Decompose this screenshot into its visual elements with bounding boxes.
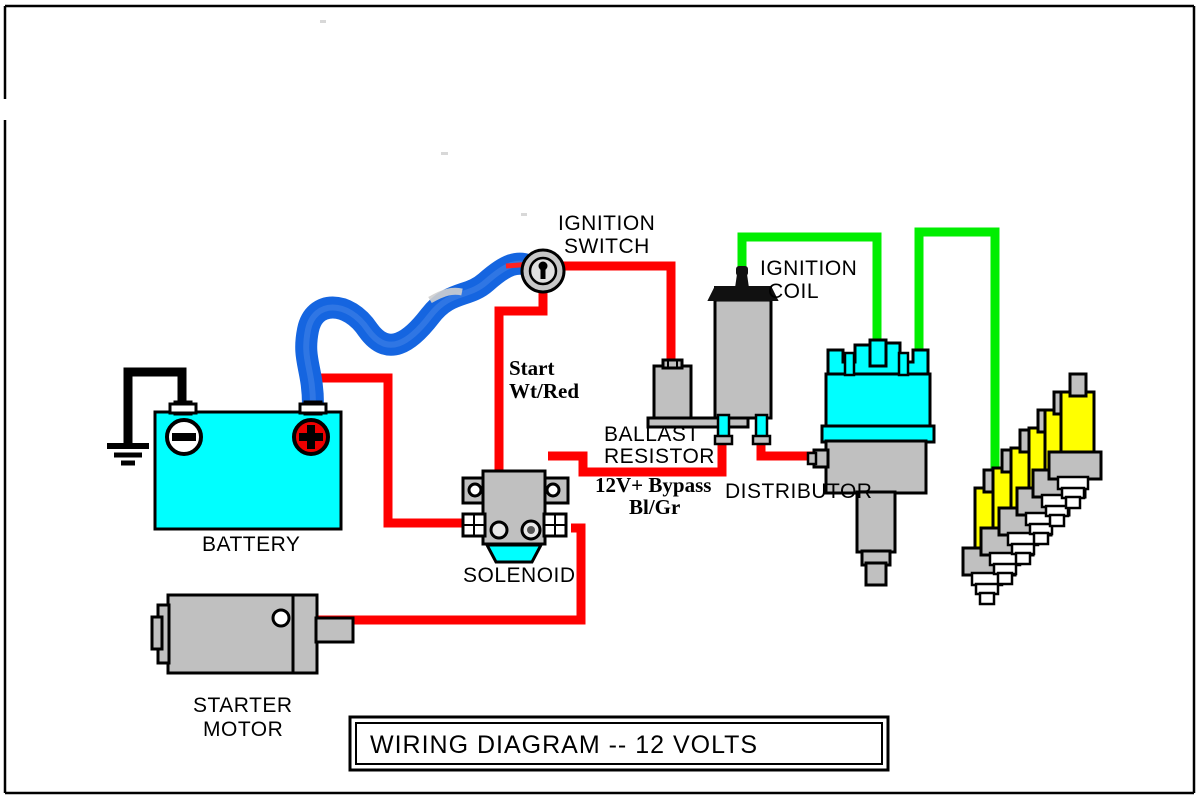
starter-motor-label-line2: MOTOR — [203, 718, 283, 741]
starter-motor-label-line1: STARTER — [193, 694, 293, 717]
battery-label: BATTERY — [202, 533, 300, 556]
solenoid-left-post — [461, 512, 487, 538]
wire-coil-to-distributor-green — [737, 232, 882, 350]
solenoid-right-post — [542, 512, 568, 538]
ignition-coil-label-line2: COIL — [768, 280, 819, 303]
wire-battery-ground-black — [123, 367, 187, 445]
start-wire-label-line2: Wt/Red — [509, 379, 579, 403]
wire-distributor-to-plugs-green — [914, 227, 1000, 490]
wire-solenoid-to-starter-red — [288, 523, 586, 625]
battery-negative-terminal — [165, 418, 203, 456]
bypass-wire-label-line2: Bl/Gr — [629, 495, 680, 519]
ballast-resistor-label-line2: RESISTOR — [604, 445, 715, 468]
distributor-terminal — [806, 448, 830, 469]
diagram-border — [3, 4, 1196, 795]
distributor-label: DISTRIBUTOR — [725, 480, 872, 503]
ballast-resistor-label-line1: BALLAST — [604, 423, 700, 446]
starter-motor[interactable] — [150, 593, 355, 675]
scan-artifacts — [320, 20, 527, 216]
wire-bypass-red — [548, 425, 727, 477]
wire-ignition-to-ballast-red — [556, 261, 676, 368]
ignition-coil-label-line1: IGNITION — [760, 257, 857, 280]
battery-positive-terminal — [292, 418, 330, 456]
ignition-switch-label-line1: IGNITION — [558, 212, 655, 235]
ignition-switch[interactable] — [520, 248, 566, 294]
spark-plug — [1047, 372, 1103, 510]
starter-terminal — [271, 608, 291, 628]
wire-battery-to-solenoid-red — [313, 373, 470, 528]
ballast-resistor[interactable] — [646, 358, 750, 429]
distributor[interactable] — [806, 338, 936, 587]
wire-battery-to-ignition-blue — [295, 252, 545, 416]
battery[interactable] — [153, 400, 343, 531]
ignition-switch-label-line2: SWITCH — [564, 235, 650, 258]
solenoid[interactable] — [461, 469, 570, 564]
title-box — [348, 715, 890, 772]
ignition-coil[interactable] — [707, 266, 779, 446]
ground-symbol — [107, 443, 149, 466]
solenoid-start-terminal — [489, 520, 509, 540]
keyhole-icon — [538, 261, 548, 279]
spark-plugs[interactable] — [961, 372, 1103, 606]
diagram-title: WIRING DIAGRAM -- 12 VOLTS — [370, 731, 758, 759]
start-wire-label-line1: Start — [509, 356, 555, 380]
bypass-wire-label-line1: 12V+ Bypass — [595, 473, 711, 497]
solenoid-label: SOLENOID — [463, 564, 576, 587]
